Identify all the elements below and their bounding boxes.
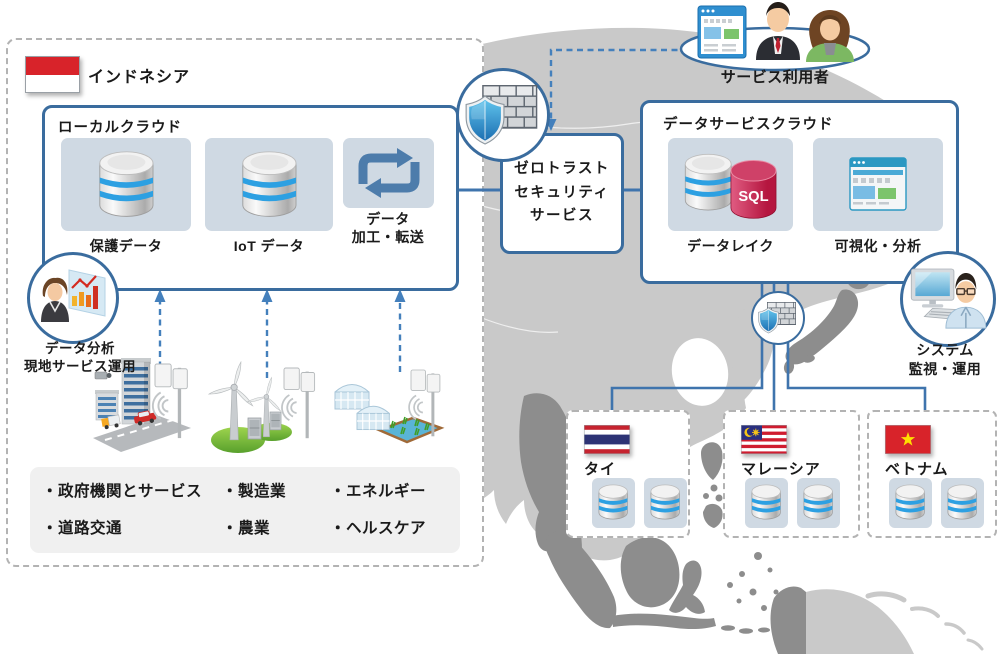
industry-agriculture: ・農業 — [222, 520, 271, 537]
sql-label: SQL — [738, 189, 768, 205]
visualization-label: 可視化・分析 — [834, 238, 922, 254]
vietnam-flag-icon — [885, 425, 931, 454]
indonesia-archipelago — [545, 531, 806, 654]
monitoring-circle — [900, 251, 996, 347]
philippines — [701, 442, 723, 528]
malaysia-flag-icon — [741, 425, 787, 454]
data-lake-label: データレイク — [687, 238, 774, 254]
industry-energy: ・エネルギー — [330, 483, 427, 500]
country-box-malaysia: マレーシア — [723, 410, 860, 538]
database-icon — [947, 484, 977, 520]
iot-data-label: IoT データ — [233, 238, 305, 254]
data-service-cloud-box: データサービスクラウド SQL データレイク 可視化・分析 — [640, 100, 959, 284]
protected-data-panel — [61, 138, 191, 231]
industry-manufacturing: ・製造業 — [222, 483, 287, 500]
data-service-cloud-title: データサービスクラウド — [663, 117, 834, 133]
analyst-label-text: データ分析 現地サービス運用 — [24, 341, 136, 375]
businesswoman-icon — [806, 10, 854, 62]
indonesia-label: インドネシア — [88, 69, 191, 86]
country-box-thailand: タイ — [566, 410, 690, 538]
iot-data-panel — [205, 138, 333, 231]
industries-panel: ・政府機関とサービス ・製造業 ・エネルギー ・道路交通 ・農業 ・ヘルスケア — [30, 467, 460, 553]
database-icon — [650, 484, 680, 520]
monitoring-label-text: システム 監視・運用 — [908, 342, 982, 377]
vietnam-db-panel-1 — [889, 478, 932, 528]
visualization-panel — [813, 138, 943, 231]
new-guinea — [806, 589, 914, 654]
database-icon — [242, 151, 297, 217]
pacific-islands — [865, 591, 984, 651]
vietnam-db-panel-2 — [941, 478, 984, 528]
hainan — [692, 428, 704, 440]
wind-energy-icon — [208, 361, 316, 453]
thailand-db-panel-2 — [644, 478, 687, 528]
service-users-icons — [697, 2, 854, 62]
database-sql-icon: SQL — [684, 153, 777, 219]
database-icon — [895, 484, 925, 520]
indonesia-flag-icon — [25, 56, 80, 93]
firewall-gateway-circle — [456, 68, 550, 162]
malaysia-db-panel-2 — [797, 478, 840, 528]
data-transfer-label: データ 加工・転送 — [351, 211, 425, 246]
analyst-circle — [27, 252, 119, 344]
industry-healthcare: ・ヘルスケア — [330, 520, 427, 537]
dashboard-window-icon — [849, 157, 907, 211]
country-box-vietnam: ベトナム — [867, 410, 997, 538]
service-users-label: サービス利用者 — [720, 69, 830, 86]
monitoring-label: システム 監視・運用 — [877, 341, 1000, 379]
country-label-thailand: タイ — [584, 461, 617, 478]
engineer-computer-icon — [910, 268, 987, 329]
industry-traffic: ・道路交通 — [42, 520, 123, 537]
country-label-malaysia: マレーシア — [741, 461, 821, 478]
malaysia-db-panel-1 — [745, 478, 788, 528]
database-icon — [751, 484, 781, 520]
city-traffic-icon — [93, 358, 191, 452]
data-lake-panel: SQL — [668, 138, 793, 231]
database-icon — [803, 484, 833, 520]
database-icon — [99, 151, 154, 217]
analyst-chart-icon — [39, 268, 107, 324]
industry-government: ・政府機関とサービス — [42, 483, 203, 500]
local-cloud-box: ローカルクラウド 保護データ IoT データ データ 加工・転送 — [42, 105, 459, 291]
greenhouse-agriculture-icon — [334, 369, 445, 444]
analyst-label: データ分析 現地サービス運用 — [0, 340, 160, 376]
database-icon — [598, 484, 628, 520]
zero-trust-label: ゼロトラスト セキュリティ サービス — [514, 160, 610, 225]
local-cloud-title: ローカルクラウド — [58, 120, 182, 136]
firewall-shield-icon — [758, 300, 798, 334]
firewall-shield-icon — [464, 79, 542, 151]
firewall-gateway-circle-south — [751, 291, 805, 345]
data-transfer-panel — [343, 138, 434, 208]
businessman-icon — [756, 2, 800, 60]
browser-window-icon — [697, 5, 747, 59]
country-label-vietnam: ベトナム — [885, 461, 949, 478]
transfer-arrows-icon — [358, 148, 420, 198]
thailand-db-panel-1 — [592, 478, 635, 528]
protected-data-label: 保護データ — [89, 238, 163, 254]
thailand-flag-icon — [584, 425, 630, 454]
